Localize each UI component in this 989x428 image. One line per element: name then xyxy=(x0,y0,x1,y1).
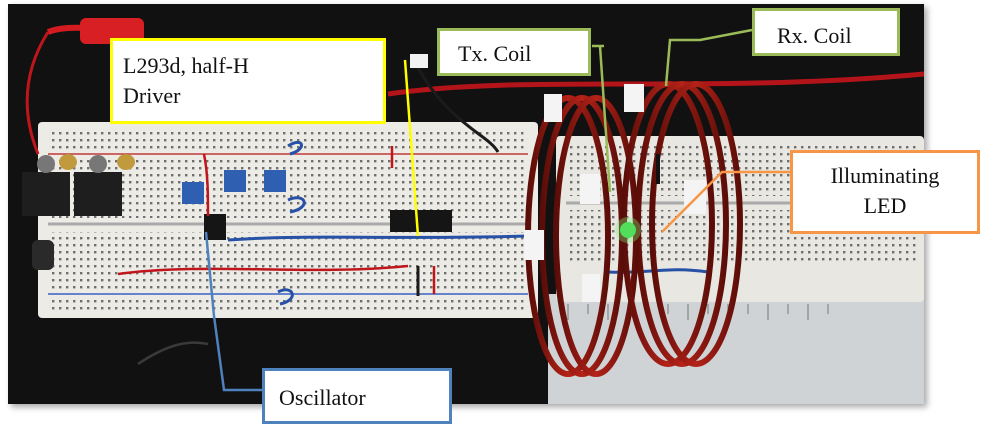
tx-coil-label: Tx. Coil xyxy=(458,41,532,66)
led-label-line1: Illuminating xyxy=(830,163,940,188)
driver-label-line1: L293d, half-H xyxy=(123,53,249,78)
driver-label-box: L293d, half-H Driver xyxy=(110,38,386,124)
led-label-line2: LED xyxy=(863,192,907,218)
rx-coil-label-box: Rx. Coil xyxy=(752,8,900,56)
tx-coil-label-box: Tx. Coil xyxy=(437,28,591,76)
oscillator-label-box: Oscillator xyxy=(262,368,452,424)
driver-label-line2: Driver xyxy=(123,82,181,108)
oscillator-label: Oscillator xyxy=(279,385,366,410)
led-label-box: Illuminating LED xyxy=(790,150,980,234)
rx-coil-label: Rx. Coil xyxy=(777,23,852,48)
